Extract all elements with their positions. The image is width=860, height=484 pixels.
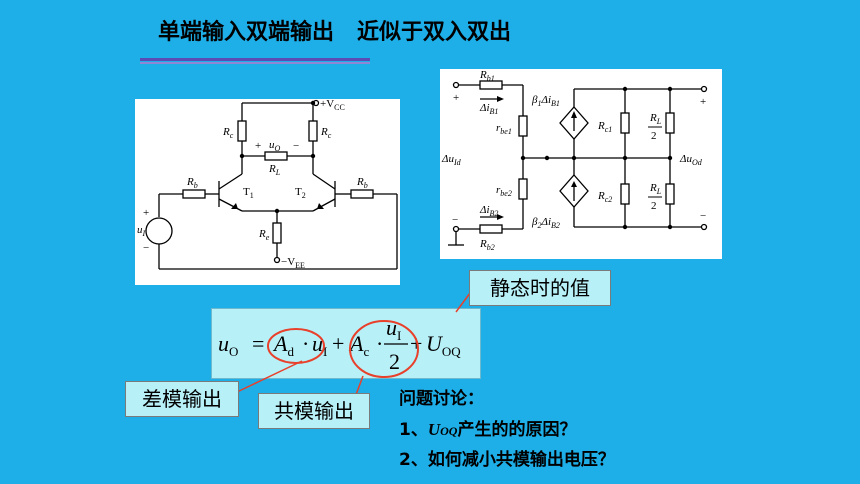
- dui-label: ΔuId: [441, 153, 462, 167]
- re-label: Re: [258, 228, 270, 242]
- beta2-dib2-label: β2ΔiB2: [531, 216, 560, 230]
- rb-left-label: Rb: [186, 176, 198, 190]
- rc1-label: Rc1: [597, 120, 612, 134]
- common-term-circle: [349, 320, 419, 378]
- schematic-svg: +VCC Rc Rc + uO − RL T1 T2 Rb Rb Re −VEE…: [137, 98, 398, 270]
- formula-ad: Ad: [272, 331, 294, 359]
- uo-plus: +: [255, 140, 261, 152]
- formula-equals: =: [252, 331, 264, 356]
- rl-half-bottom-label: RL: [649, 182, 662, 196]
- formula-dot2: ·: [376, 331, 383, 356]
- t1-label: T1: [243, 186, 254, 200]
- rl-label: RL: [268, 163, 281, 177]
- formula-frac-num: uI: [386, 315, 401, 343]
- formula-plus1: +: [332, 331, 344, 356]
- vee-label: −VEE: [281, 256, 305, 270]
- formula-ui: uI: [312, 331, 327, 359]
- rl-half-bottom-denominator: 2: [651, 200, 657, 212]
- title-underline: [140, 58, 370, 61]
- beta1-dib1-label: β1ΔiB1: [531, 94, 560, 108]
- rbe2-label: rbe2: [496, 184, 512, 198]
- dib2-label: ΔiB2: [479, 204, 498, 218]
- formula-lhs: uO: [218, 331, 238, 359]
- equivalent-svg: + Rb1 ΔiB1 β1ΔiB1 rbe1 Rc1 RL 2 ΔuId ΔuO…: [441, 69, 708, 252]
- rc-right-label: Rc: [320, 126, 332, 140]
- diff-output-callout: 差模输出: [125, 381, 239, 417]
- discussion-question-2: 2、如何减小共模输出电压？: [399, 450, 615, 470]
- bottom-minus: −: [452, 214, 458, 226]
- formula-frac-den: 2: [389, 349, 400, 374]
- diff-term-circle: [267, 328, 325, 364]
- t2-label: T2: [295, 186, 306, 200]
- top-plus: +: [453, 92, 459, 104]
- small-signal-equivalent-circuit: + Rb1 ΔiB1 β1ΔiB1 rbe1 Rc1 RL 2 ΔuId ΔuO…: [440, 69, 722, 259]
- common-output-callout: 共模输出: [258, 393, 370, 429]
- discussion-heading: 问题讨论：: [399, 389, 484, 409]
- out-minus: −: [700, 210, 706, 222]
- output-voltage-formula: uO = Ad · uI + Ac · uI 2 + UOQ: [211, 308, 481, 379]
- ui-minus: −: [143, 242, 149, 254]
- rc2-label: Rc2: [597, 190, 612, 204]
- ui-plus: +: [143, 207, 149, 219]
- formula-plus2: +: [410, 331, 422, 356]
- discussion-question-1: 1、UOQ产生的的原因？: [399, 420, 577, 440]
- static-value-callout: 静态时的值: [469, 270, 611, 306]
- vcc-label: +VCC: [320, 99, 345, 112]
- formula-svg: uO = Ad · uI + Ac · uI 2 + UOQ: [218, 315, 461, 378]
- title-underline-shadow: [140, 62, 370, 64]
- differential-amplifier-schematic: +VCC Rc Rc + uO − RL T1 T2 Rb Rb Re −VEE…: [135, 98, 400, 285]
- out-plus: +: [700, 96, 706, 108]
- ui-label: uI: [137, 224, 146, 238]
- uo-minus: −: [293, 140, 299, 152]
- rb1-label: Rb1: [479, 69, 495, 83]
- duo-label: ΔuOd: [679, 153, 703, 167]
- rb2-label: Rb2: [479, 238, 495, 252]
- slide-title: 单端输入双端输出 近似于双入双出: [158, 20, 511, 45]
- rl-half-top-label: RL: [649, 112, 662, 126]
- rc-left-label: Rc: [222, 126, 234, 140]
- rbe1-label: rbe1: [496, 122, 512, 136]
- formula-uoq: UOQ: [426, 331, 461, 359]
- uo-label: uO: [269, 139, 281, 153]
- formula-dot1: ·: [302, 331, 309, 356]
- rl-half-top-denominator: 2: [651, 130, 657, 142]
- rb-right-label: Rb: [356, 176, 368, 190]
- dib1-label: ΔiB1: [479, 102, 498, 116]
